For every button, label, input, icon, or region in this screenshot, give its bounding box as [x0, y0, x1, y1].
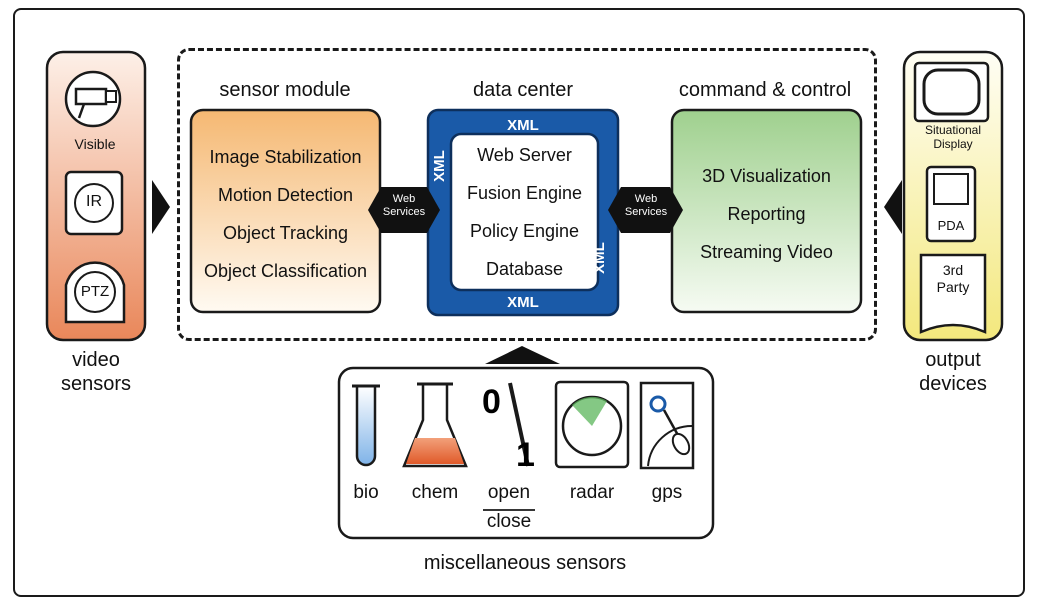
xml-top-label: XML: [507, 117, 539, 134]
command-control-item: Streaming Video: [700, 242, 833, 262]
radar-label: radar: [569, 482, 615, 503]
video-input-arrow: [152, 180, 170, 234]
data-center-item: Fusion Engine: [466, 183, 583, 203]
command-control-item: Reporting: [727, 204, 806, 224]
command-control-item: 3D Visualization: [702, 166, 831, 186]
sensor-module-item: Object Tracking: [222, 223, 349, 243]
diagram-frame: [13, 8, 1025, 597]
xml-right-label: XML: [591, 242, 608, 274]
sensor-module-item: Image Stabilization: [209, 147, 362, 167]
open-close-switch-icon: 0 1: [482, 382, 535, 474]
chem-label: chem: [411, 482, 459, 503]
ptz-label: PTZ: [80, 283, 110, 300]
visible-label: Visible: [74, 136, 116, 152]
open-label: open: [487, 482, 531, 503]
output-arrow: [884, 180, 902, 234]
switch-zero: 0: [482, 383, 501, 421]
web-services-arrow-right: [608, 187, 683, 233]
gps-label: gps: [651, 482, 683, 503]
switch-one: 1: [516, 436, 535, 474]
pda-icon: [925, 165, 977, 243]
radar-icon: [554, 380, 630, 469]
sensor-module-item: Motion Detection: [217, 185, 354, 205]
sensor-module-title: sensor module: [219, 79, 351, 101]
web-services-arrow-left: [368, 187, 440, 233]
xml-bottom-label: XML: [507, 294, 539, 311]
third-party-document-icon: [919, 253, 987, 334]
xml-left-label: XML: [431, 150, 448, 182]
situational-display-icon: [913, 61, 990, 123]
bio-label: bio: [353, 482, 379, 503]
pda-label: PDA: [937, 218, 965, 233]
data-center-item: Policy Engine: [469, 221, 580, 241]
gps-icon: [639, 381, 695, 470]
data-center-item: Database: [485, 259, 564, 279]
sensor-module-item: Object Classification: [203, 261, 368, 281]
data-center-item: Web Server: [477, 145, 572, 165]
data-center-title: data center: [472, 79, 574, 101]
command-control-list: 3D Visualization Reporting Streaming Vid…: [672, 118, 861, 310]
sensor-module-list: Image Stabilization Motion Detection Obj…: [191, 118, 380, 310]
misc-sensors-title: miscellaneous sensors: [423, 552, 627, 574]
data-center-list: Web Server Fusion Engine Policy Engine D…: [451, 136, 598, 288]
close-label: close: [486, 511, 532, 532]
core-system-boundary: [177, 48, 877, 341]
output-devices-title: output devices: [919, 349, 987, 395]
bio-test-tube-icon: [355, 384, 377, 467]
visible-camera-icon: [64, 70, 122, 128]
video-sensors-title: video sensors: [60, 349, 132, 395]
misc-sensors-arrow: [485, 346, 560, 364]
ir-label: IR: [86, 193, 102, 210]
command-control-title: command & control: [678, 79, 852, 101]
